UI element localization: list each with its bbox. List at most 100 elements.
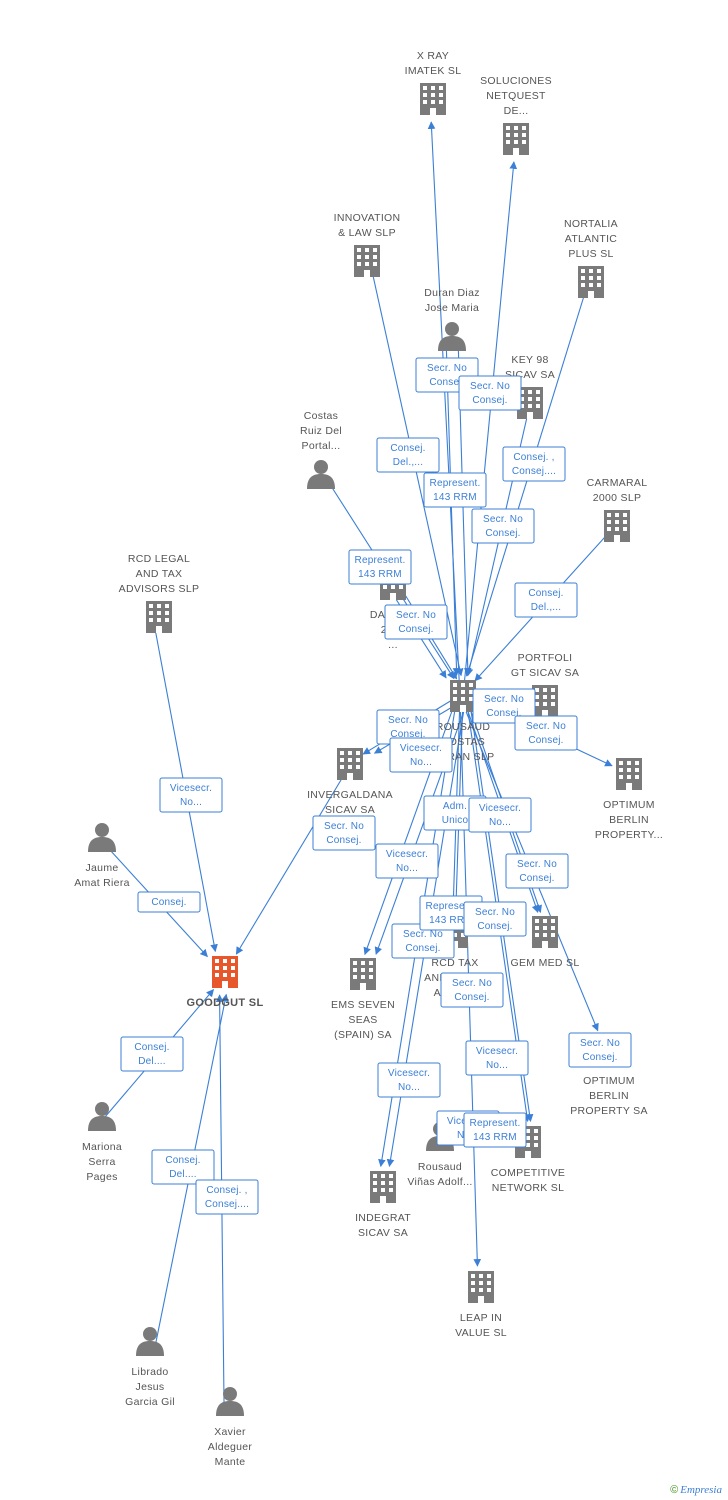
node-innovation[interactable]: INNOVATION& LAW SLP bbox=[334, 212, 401, 277]
edge-label-text: Del.,... bbox=[531, 602, 562, 613]
edge-label[interactable]: Vicesecr.No... bbox=[465, 1040, 529, 1076]
node-label: Jose Maria bbox=[425, 302, 479, 314]
edge-label[interactable]: Represent.143 RRM bbox=[423, 472, 487, 508]
edge-line bbox=[374, 696, 470, 955]
node-label: Xavier bbox=[214, 1426, 246, 1438]
node-label: Pages bbox=[86, 1171, 117, 1183]
node-label: PORTFOLI bbox=[518, 652, 573, 664]
footer-brand[interactable]: ©Empresia bbox=[670, 1484, 722, 1496]
edge-label[interactable]: Consej. ,Consej.... bbox=[195, 1179, 259, 1215]
node-label: INNOVATION bbox=[334, 212, 401, 224]
building-icon bbox=[146, 601, 172, 633]
edge-label-text: Del.... bbox=[169, 1169, 197, 1180]
node-goodgut[interactable]: GOODGUT SL bbox=[187, 956, 264, 1009]
edge-label[interactable]: Vicesecr.No... bbox=[468, 797, 532, 833]
edge-label-box bbox=[377, 1062, 441, 1098]
node-soluciones[interactable]: SOLUCIONESNETQUESTDE... bbox=[480, 75, 552, 155]
edge-label-text: Secr. No bbox=[470, 381, 510, 392]
node-label: Mante bbox=[215, 1456, 246, 1468]
edge-label-text: Vicesecr. bbox=[476, 1046, 518, 1057]
node-gemmed[interactable]: GEM MED SL bbox=[511, 916, 580, 969]
building-icon bbox=[450, 680, 476, 712]
node-label: (SPAIN) SA bbox=[334, 1029, 392, 1041]
node-label: Portal... bbox=[302, 440, 341, 452]
node-label: GEM MED SL bbox=[511, 957, 580, 969]
edge-label-text: Secr. No bbox=[483, 514, 523, 525]
copyright-symbol: © bbox=[670, 1484, 679, 1496]
edge-label[interactable]: Consej. ,Consej.... bbox=[502, 446, 566, 482]
edge-label-box bbox=[468, 797, 532, 833]
edge-label[interactable]: Secr. No Consej. bbox=[391, 923, 455, 959]
edge-label[interactable]: Vicesecr.No... bbox=[375, 843, 439, 879]
edge-label-box bbox=[384, 604, 448, 640]
edge-label-text: Consej. bbox=[165, 1155, 200, 1166]
edge-label-text: Secr. No bbox=[517, 859, 557, 870]
edge-label-text: Secr. No bbox=[452, 978, 492, 989]
edge-label-text: Consej. bbox=[477, 921, 512, 932]
edge-label[interactable]: Consej. Del.,... bbox=[514, 582, 578, 618]
edge-label-text: Consej. bbox=[528, 588, 563, 599]
node-label: NETQUEST bbox=[486, 90, 546, 102]
edge-label[interactable]: Consej.Del.... bbox=[120, 1036, 184, 1072]
edge-label-text: Consej. bbox=[390, 729, 425, 740]
edge-label[interactable]: Vicesecr.No... bbox=[159, 777, 223, 813]
edge-label[interactable]: Consej.Del.,... bbox=[376, 437, 440, 473]
edge-label[interactable]: Represent.143 RRM bbox=[348, 549, 412, 585]
edge-label-text: Consej. , bbox=[513, 452, 554, 463]
edge-label[interactable]: Represent.143 RRM bbox=[463, 1112, 527, 1148]
edge-label-text: Secr. No bbox=[580, 1038, 620, 1049]
edge-label-text: Represent. bbox=[470, 1118, 521, 1129]
node-label: INVERGALDANA bbox=[307, 789, 393, 801]
building-icon bbox=[370, 1171, 396, 1203]
node-label: Serra bbox=[88, 1156, 115, 1168]
edge-label[interactable]: Consej. Del.... bbox=[151, 1149, 215, 1185]
edge-line bbox=[462, 161, 518, 698]
edge-label[interactable]: Consej. bbox=[137, 891, 201, 913]
edge-label-text: Del.,... bbox=[393, 457, 424, 468]
node-optimum1[interactable]: OPTIMUMBERLINPROPERTY... bbox=[595, 758, 663, 841]
building-icon bbox=[337, 748, 363, 780]
edge-label[interactable]: Vicesecr.No... bbox=[377, 1062, 441, 1098]
building-icon bbox=[604, 510, 630, 542]
person-icon bbox=[307, 460, 335, 489]
node-label: 2000 SLP bbox=[593, 492, 642, 504]
edge-label[interactable]: Vicesecr.No... bbox=[389, 737, 453, 773]
building-icon bbox=[354, 245, 380, 277]
edge-label-text: Secr. No bbox=[403, 929, 443, 940]
edge-label-text: Consej. bbox=[398, 624, 433, 635]
edge-label-box bbox=[514, 715, 578, 751]
edge-label-box bbox=[505, 853, 569, 889]
edge-label-text: Consej. bbox=[405, 943, 440, 954]
building-icon bbox=[212, 956, 238, 988]
node-label: PROPERTY SA bbox=[570, 1105, 648, 1117]
